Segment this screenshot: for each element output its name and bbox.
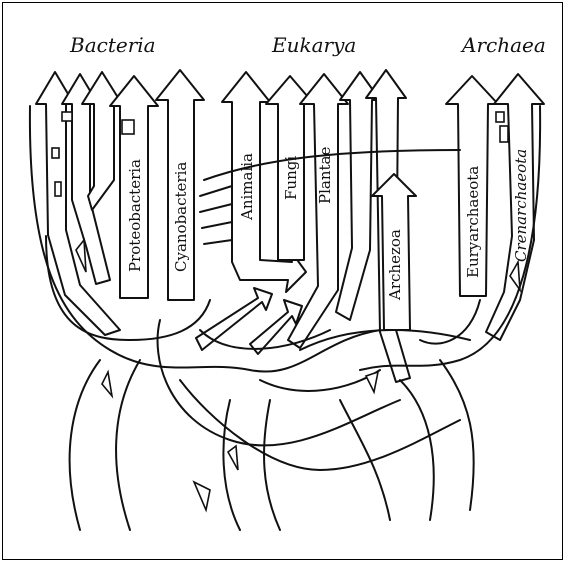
root-curve	[70, 360, 100, 530]
label-cyanobacteria: Cyanobacteria	[172, 162, 190, 272]
bacteria-hole	[52, 148, 59, 158]
eukarya-stripes	[200, 186, 232, 244]
label-crenarchaeota: Crenarchaeota	[512, 149, 530, 262]
eukarya-branches	[196, 70, 416, 382]
label-archezoa: Archezoa	[386, 229, 404, 301]
root-curve	[260, 370, 380, 391]
root-curve	[180, 380, 460, 470]
trunk-hole	[228, 446, 238, 470]
trunk-hole	[102, 372, 112, 396]
trunk-curve	[420, 300, 480, 344]
bacteria-hole	[55, 182, 61, 196]
root-curve	[158, 320, 400, 445]
trunk-hole	[366, 372, 378, 392]
root-curve	[340, 400, 390, 520]
label-plantae: Plantae	[316, 147, 334, 204]
label-animalia: Animalia	[238, 153, 256, 221]
root-curve	[400, 380, 434, 520]
bacteria-hole	[76, 240, 86, 272]
label-fungi: Fungi	[282, 156, 300, 200]
domain-label-archaea: Archaea	[460, 33, 546, 57]
root-curve	[440, 360, 474, 510]
trunk-hole	[194, 482, 210, 510]
root-curve	[116, 360, 140, 530]
bacteria-hole	[122, 120, 134, 134]
domain-label-bacteria: Bacteria	[69, 33, 156, 57]
label-proteobacteria: Proteobacteria	[126, 159, 144, 272]
label-euryarchaeota: Euryarchaeota	[464, 166, 482, 278]
archaea-hole	[500, 126, 508, 142]
archaea-hole	[496, 112, 504, 122]
bacteria-hole	[62, 112, 72, 121]
root-curve	[264, 400, 280, 530]
domain-label-eukarya: Eukarya	[271, 33, 356, 57]
